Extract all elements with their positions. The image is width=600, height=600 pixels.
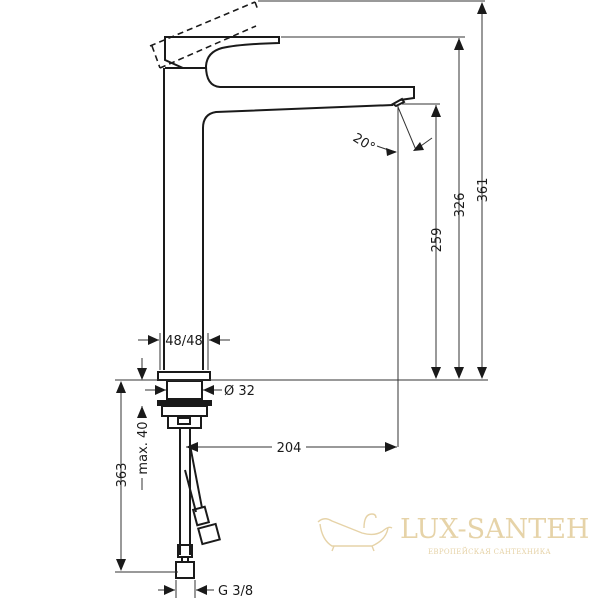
dim-326-label: 326 bbox=[453, 193, 468, 218]
dim-363-label: 363 bbox=[115, 463, 130, 488]
dim-32-label: Ø 32 bbox=[224, 384, 255, 399]
dim-48-label: 48/48 bbox=[165, 334, 202, 349]
dim-361: 361 bbox=[476, 2, 491, 379]
dim-angle: 20° bbox=[350, 131, 433, 156]
dim-361-label: 361 bbox=[476, 178, 491, 203]
dim-204: 204 bbox=[186, 441, 397, 456]
extension-lines bbox=[115, 0, 488, 598]
supply-hoses bbox=[175, 428, 221, 579]
dim-204-label: 204 bbox=[277, 441, 302, 456]
dim-326: 326 bbox=[453, 38, 468, 379]
dim-259: 259 bbox=[430, 105, 445, 379]
dim-g38: G 3/8 bbox=[158, 584, 253, 599]
dim-259-label: 259 bbox=[430, 228, 445, 253]
dim-g38-label: G 3/8 bbox=[218, 584, 253, 599]
dim-max-40-label: max. 40 bbox=[136, 421, 151, 474]
dim-max-40: max. 40 bbox=[136, 358, 151, 490]
watermark-tagline: ЕВРОПЕЙСКАЯ САНТЕХНИКА bbox=[428, 547, 551, 556]
dim-32: Ø 32 bbox=[145, 384, 255, 399]
watermark-logo: LUX-SANTEH ЕВРОПЕЙСКАЯ САНТЕХНИКА bbox=[317, 513, 589, 556]
handle-open-position bbox=[149, 1, 259, 69]
bathtub-icon bbox=[317, 513, 393, 552]
faucet-body bbox=[157, 36, 415, 429]
dim-363: 363 bbox=[115, 381, 130, 571]
watermark-brand: LUX-SANTEH bbox=[400, 514, 589, 545]
dim-48: 48/48 bbox=[138, 334, 230, 349]
dim-angle-label: 20° bbox=[350, 131, 377, 156]
